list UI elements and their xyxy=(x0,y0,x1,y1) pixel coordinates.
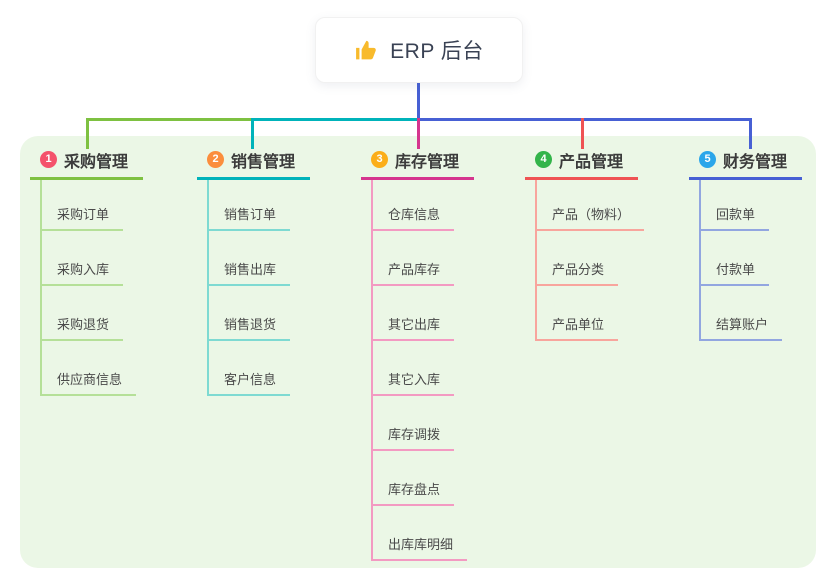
child-topic-label: 产品（物料） xyxy=(552,207,631,222)
child-topic-label: 供应商信息 xyxy=(57,372,123,387)
child-topic-label: 销售订单 xyxy=(224,207,277,222)
child-topic[interactable]: 产品（物料） xyxy=(535,201,645,231)
branch-4-drop-line xyxy=(581,118,584,149)
branch-purchase-management: 1 采购管理 采购订单 采购入库 采购退货 供应商信息 xyxy=(30,145,200,396)
child-topic[interactable]: 其它入库 xyxy=(371,366,455,396)
branch-number-badge: 1 xyxy=(40,151,57,168)
child-topic[interactable]: 回款单 xyxy=(699,201,770,231)
branch-topic[interactable]: 2 销售管理 xyxy=(197,145,311,180)
branch-trunk-line xyxy=(371,180,373,561)
branches-panel xyxy=(20,136,816,568)
branch-product-management: 4 产品管理 产品（物料） 产品分类 产品单位 xyxy=(525,145,695,341)
root-topic-label: ERP 后台 xyxy=(390,40,484,63)
child-topic-label: 库存调拨 xyxy=(388,427,441,442)
thumbs-up-icon xyxy=(356,40,376,59)
child-topic-label: 采购订单 xyxy=(57,207,110,222)
branch-title-label: 销售管理 xyxy=(231,153,296,171)
branch-title-label: 财务管理 xyxy=(723,153,788,171)
branch-2-drop-line xyxy=(251,118,254,149)
child-topic[interactable]: 客户信息 xyxy=(207,366,291,396)
branch-title-label: 采购管理 xyxy=(64,153,129,171)
branch-5-drop-line xyxy=(749,118,752,149)
branch-1-drop-line xyxy=(86,118,89,149)
branch-finance-management: 5 财务管理 回款单 付款单 结算账户 xyxy=(689,145,839,341)
branch-trunk-line xyxy=(40,180,42,396)
child-topic[interactable]: 销售订单 xyxy=(207,201,291,231)
child-topic-label: 产品分类 xyxy=(552,262,605,277)
child-topic[interactable]: 采购入库 xyxy=(40,256,124,286)
child-topic[interactable]: 采购退货 xyxy=(40,311,124,341)
branch-5-bus-line xyxy=(417,118,752,121)
child-topic-label: 回款单 xyxy=(716,207,756,222)
child-topic-label: 采购入库 xyxy=(57,262,110,277)
child-topic[interactable]: 出库库明细 xyxy=(371,531,468,561)
child-topic-label: 销售退货 xyxy=(224,317,277,332)
branch-title-label: 产品管理 xyxy=(559,153,624,171)
branch-number-badge: 3 xyxy=(371,151,388,168)
branch-title-label: 库存管理 xyxy=(395,153,460,171)
child-topic-label: 采购退货 xyxy=(57,317,110,332)
child-topic[interactable]: 库存盘点 xyxy=(371,476,455,506)
child-topic-label: 客户信息 xyxy=(224,372,277,387)
root-topic[interactable]: ERP 后台 xyxy=(315,17,523,83)
child-topic[interactable]: 结算账户 xyxy=(699,311,783,341)
child-topic-label: 产品单位 xyxy=(552,317,605,332)
child-topic[interactable]: 付款单 xyxy=(699,256,770,286)
root-connector-line xyxy=(417,83,420,119)
child-topic[interactable]: 产品库存 xyxy=(371,256,455,286)
child-topic-label: 库存盘点 xyxy=(388,482,441,497)
branch-number-badge: 4 xyxy=(535,151,552,168)
child-topic-label: 其它入库 xyxy=(388,372,441,387)
branch-topic[interactable]: 4 产品管理 xyxy=(525,145,639,180)
child-topic[interactable]: 销售出库 xyxy=(207,256,291,286)
child-topic[interactable]: 库存调拨 xyxy=(371,421,455,451)
child-topic-label: 仓库信息 xyxy=(388,207,441,222)
branch-number-badge: 2 xyxy=(207,151,224,168)
branch-2-bus-line xyxy=(252,118,418,121)
branch-trunk-line xyxy=(207,180,209,396)
child-topic[interactable]: 销售退货 xyxy=(207,311,291,341)
child-topic-label: 结算账户 xyxy=(716,317,769,332)
branch-topic[interactable]: 5 财务管理 xyxy=(689,145,803,180)
branch-topic[interactable]: 3 库存管理 xyxy=(361,145,475,180)
child-topic[interactable]: 供应商信息 xyxy=(40,366,137,396)
child-topic[interactable]: 其它出库 xyxy=(371,311,455,341)
child-topic-label: 销售出库 xyxy=(224,262,277,277)
branch-trunk-line xyxy=(535,180,537,341)
child-topic-label: 产品库存 xyxy=(388,262,441,277)
branch-1-bus-line xyxy=(86,118,253,121)
child-topic[interactable]: 产品分类 xyxy=(535,256,619,286)
branch-topic[interactable]: 1 采购管理 xyxy=(30,145,144,180)
child-topic[interactable]: 采购订单 xyxy=(40,201,124,231)
child-topic[interactable]: 产品单位 xyxy=(535,311,619,341)
branch-3-drop-line xyxy=(417,118,420,149)
branch-sales-management: 2 销售管理 销售订单 销售出库 销售退货 客户信息 xyxy=(197,145,367,396)
branch-inventory-management: 3 库存管理 仓库信息 产品库存 其它出库 其它入库 库存调拨 库存盘点 出库库… xyxy=(361,145,531,561)
child-topic-label: 出库库明细 xyxy=(388,537,454,552)
branch-number-badge: 5 xyxy=(699,151,716,168)
child-topic-label: 付款单 xyxy=(716,262,756,277)
child-topic[interactable]: 仓库信息 xyxy=(371,201,455,231)
branch-trunk-line xyxy=(699,180,701,341)
child-topic-label: 其它出库 xyxy=(388,317,441,332)
